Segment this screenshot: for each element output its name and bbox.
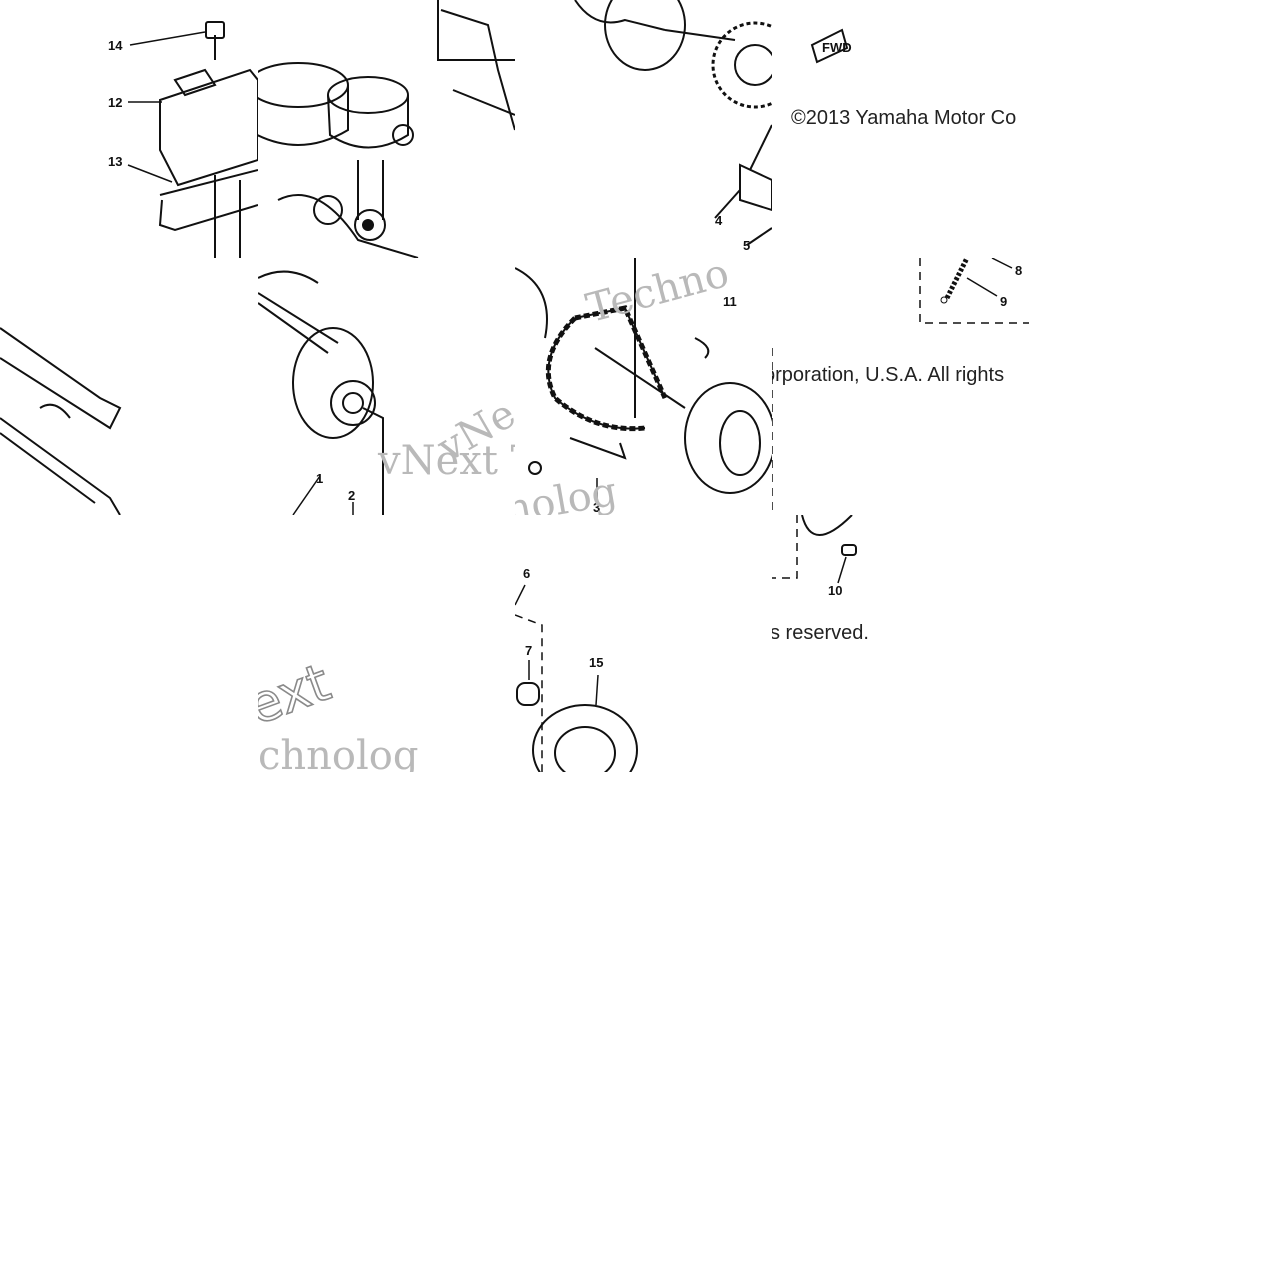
spring-drawing: 8 9 <box>772 258 1029 515</box>
valve-cover-drawing: 14 12 13 <box>108 21 258 258</box>
callout-2: 2 <box>348 488 355 503</box>
fwd-tag-drawing: FWD <box>810 28 852 64</box>
cam-chain-drawing: 3 11 <box>515 258 772 515</box>
callout-6: 6 <box>523 566 530 581</box>
tile-watermark: ext chnolog <box>258 515 515 772</box>
callout-5: 5 <box>743 238 750 253</box>
callout-11: 10 <box>828 583 842 598</box>
tile-copyright-mid: 8 9 orporation, U.S.A. All rights <box>772 258 1029 515</box>
copyright-line-2: orporation, U.S.A. All rights <box>772 364 1005 386</box>
callout-3: 3 <box>593 500 600 515</box>
watermark-segment-3: ext <box>258 652 339 738</box>
cover-plate-drawing: 6 7 15 <box>515 566 638 772</box>
callout-4: 4 <box>715 213 723 228</box>
watermark-segment-1: vNext Te <box>378 438 515 484</box>
callout-1: 1 <box>316 471 323 486</box>
tile-cam-chain: 3 11 Techno nolog <box>515 258 772 515</box>
tile-cover-plate: 6 7 15 <box>515 515 772 772</box>
tile-side-cover <box>0 258 258 515</box>
callout-9: 9 <box>1000 294 1007 309</box>
copyright-line-3: s reserved. <box>772 622 869 644</box>
tile-copyright-top: FWD ©2013 Yamaha Motor Co <box>772 0 1029 258</box>
pistons-drawing <box>258 0 515 258</box>
callout-7: 7 <box>525 643 532 658</box>
watermark-segment-4: chnolog <box>258 733 419 772</box>
tile-copyright-bottom: 10 s reserved. <box>772 515 1029 772</box>
fwd-tag: FWD <box>822 40 852 55</box>
callout-13: 13 <box>108 154 122 169</box>
tile-pistons <box>258 0 515 258</box>
crankshaft-drawing: 4 5 <box>574 0 772 253</box>
callout-10: 11 <box>723 294 737 309</box>
callout-14: 14 <box>108 38 123 53</box>
callout-8: 8 <box>1015 263 1022 278</box>
copyright-line-1: ©2013 Yamaha Motor Co <box>791 107 1017 129</box>
tile-valve-cover: 14 12 13 <box>0 0 258 258</box>
side-cover-drawing <box>0 327 122 515</box>
callout-12: 12 <box>108 95 122 110</box>
callout-15: 15 <box>589 655 603 670</box>
tile-crankshaft: 4 5 <box>515 0 772 258</box>
starter-motor-drawing: 1 2 <box>258 270 384 515</box>
dowel-drawing: 10 <box>772 515 857 598</box>
tile-starter-motor: 1 2 vNext Te vNe <box>258 258 515 515</box>
